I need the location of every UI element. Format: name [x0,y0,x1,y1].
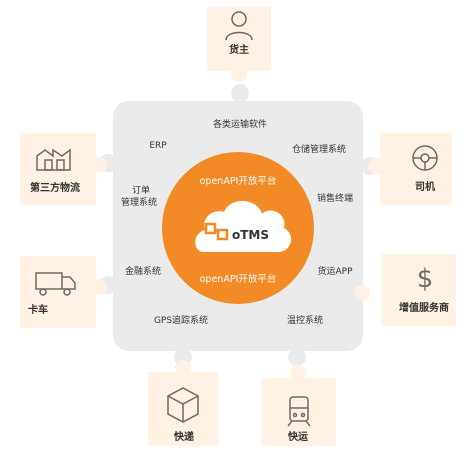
partner-label-value-added: 增值服务商 [399,301,449,314]
partner-label-express: 快递 [173,430,194,443]
otms-logo-icon [204,222,229,241]
openapi-bottom-label: openAPI开放平台 [200,273,277,285]
label-warehouse: 仓储管理系统 [292,143,346,155]
label-temp: 温控系统 [287,314,323,326]
warehouse-icon [36,148,71,171]
openapi-platform-circle: oTMS openAPI开放平台 openAPI开放平台 [162,152,314,304]
user-icon [225,11,253,41]
label-erp: ERP [149,141,167,151]
partner-tile-fast-transport: 快运 [262,365,336,446]
label-order-2: 管理系统 [121,196,157,208]
partner-tile-driver: 司机 [368,133,452,205]
partner-label-fast-transport: 快运 [287,430,308,443]
dollar-icon: $ [417,264,434,294]
partner-label-shipper: 货主 [229,43,249,56]
truck-icon [35,272,76,296]
partner-tile-value-added: $ 增值服务商 [354,254,456,326]
openapi-top-label: openAPI开放平台 [200,175,277,187]
label-transport-software: 各类运输软件 [213,118,267,130]
label-sales: 销售终端 [317,192,353,204]
package-icon [167,387,199,423]
label-order-1: 订单 [132,184,150,196]
label-freight-app: 货运APP [317,265,353,277]
otms-logo-text: oTMS [232,228,269,242]
partner-tile-express: 快递 [148,360,218,446]
steering-wheel-icon [412,145,438,171]
partner-tile-shipper: 货主 [207,7,271,82]
train-icon [287,396,311,427]
label-finance: 金融系统 [125,265,161,277]
partner-tile-third-party: 第三方物流 [20,133,107,205]
inner-labels: 各类运输软件 ERP 仓储管理系统 订单 管理系统 销售终端 金融系统 货运AP… [121,118,353,326]
partner-tile-truck: 卡车 [20,256,107,328]
partner-label-driver: 司机 [415,180,435,193]
label-gps: GPS追踪系统 [154,314,208,326]
partner-label-third-party: 第三方物流 [30,181,80,194]
partner-label-truck: 卡车 [28,303,48,316]
